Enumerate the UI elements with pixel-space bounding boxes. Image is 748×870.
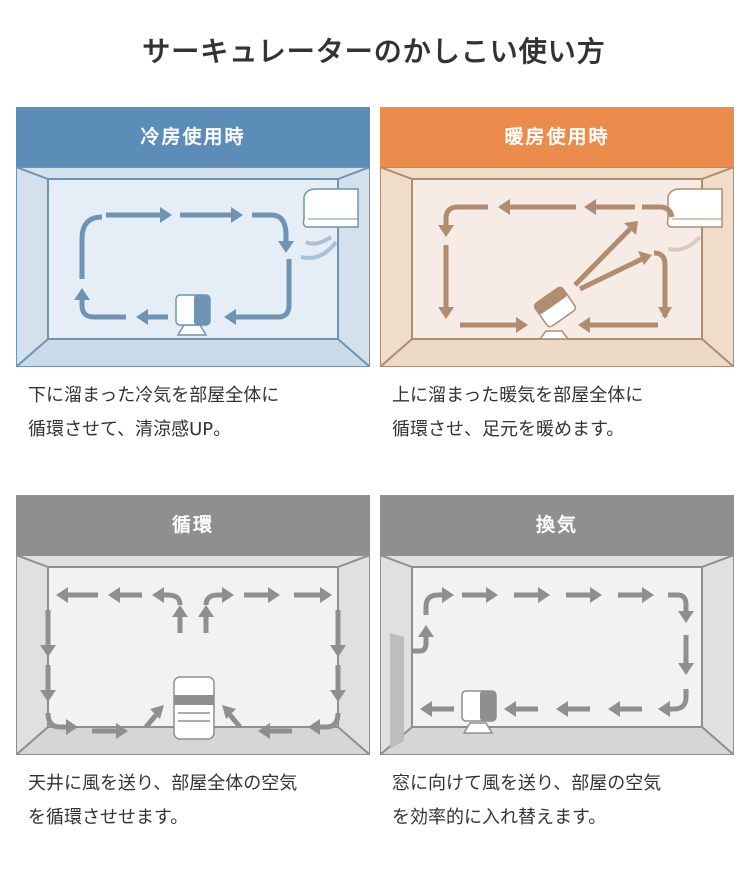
room-floor — [16, 339, 370, 367]
panel-ventilation: 換気 — [380, 495, 734, 835]
panel-ventilation-caption: 窓に向けて風を送り、部屋の空気 を効率的に入れ替えます。 — [392, 773, 662, 828]
room-back-wall — [48, 179, 338, 339]
panel-heating-caption: 上に溜まった暖気を部屋全体に 循環させ、足元を暖めます。 — [392, 385, 644, 440]
panel-cooling: 冷房使用時 — [16, 107, 370, 447]
panel-circulation-caption: 天井に風を送り、部屋全体の空気 を循環させせます。 — [28, 773, 298, 828]
air-conditioner-icon — [666, 188, 723, 252]
window-icon — [390, 633, 404, 749]
ventilation-room-diagram — [380, 555, 734, 755]
heating-room-diagram — [380, 167, 734, 367]
panel-ventilation-header: 換気 — [380, 495, 734, 555]
circulator-icon — [175, 294, 211, 336]
panel-cooling-caption: 下に溜まった冷気を部屋全体に 循環させて、清涼感UP。 — [28, 385, 280, 440]
panel-heating-header: 暖房使用時 — [380, 107, 734, 167]
room-floor — [380, 339, 734, 367]
circulator-icon — [461, 690, 497, 734]
circulation-room-diagram — [16, 555, 370, 755]
room-floor — [380, 727, 734, 755]
airflow-arrows — [438, 199, 675, 333]
cooling-room-diagram — [16, 167, 370, 367]
air-conditioner-icon — [300, 188, 359, 260]
airflow-arrows — [74, 207, 294, 325]
panel-circulation: 循環 — [16, 495, 370, 835]
room-floor — [16, 727, 370, 755]
panel-circulation-header: 循環 — [16, 495, 370, 555]
panel-heating: 暖房使用時 — [380, 107, 734, 447]
circulator-icon — [173, 676, 215, 740]
page-title: サーキュレーターのかしこい使い方 — [142, 35, 606, 68]
room-back-wall — [412, 567, 702, 727]
room-back-wall — [412, 179, 702, 339]
room-back-wall — [48, 567, 338, 727]
panel-cooling-header: 冷房使用時 — [16, 107, 370, 167]
airflow-arrows — [40, 587, 346, 739]
circulator-icon — [533, 286, 577, 340]
airflow-arrows — [412, 587, 694, 717]
